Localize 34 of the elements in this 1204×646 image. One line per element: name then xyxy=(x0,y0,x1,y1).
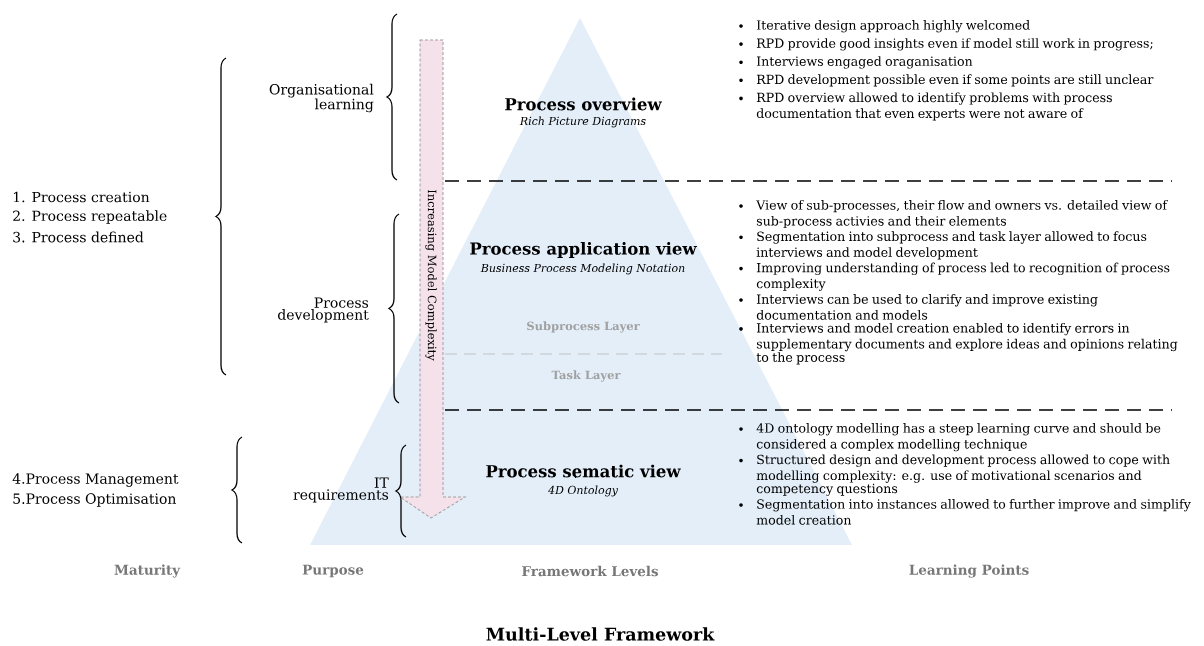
column-header: Purpose xyxy=(302,564,364,578)
level-subtitle: Business Process Modeling Notation xyxy=(480,263,685,275)
purpose-text: Organisational learning xyxy=(269,83,374,113)
purpose-text: IT requirements xyxy=(293,477,389,503)
bullet-item: RPD development possible even if some points are still unclear xyxy=(739,74,1154,87)
column-header: Maturity xyxy=(114,564,181,578)
bullet-item: RPD overview allowed to identify problems with process documentation that even experts were not aware of xyxy=(739,92,1112,121)
maturity-text: 2. Process repeatable xyxy=(13,210,167,224)
caption: Multi-Level Framework xyxy=(486,627,715,641)
layer-label: Task Layer xyxy=(551,370,621,382)
bullet-item: Segmentation into subprocess and task layer allowed to focus interviews and model development xyxy=(739,231,1147,260)
bullet-item: Interviews can be used to clarify and improve existing documentation and models xyxy=(739,294,1098,320)
bullet-item: 4D ontology modelling has a steep learning curve and should be considered a complex modelling technique xyxy=(739,423,1161,452)
bullet-item: View of sub-processes, their flow and owners vs. detailed view of sub-process activies and their elements xyxy=(739,200,1168,229)
level-subtitle: 4D Ontology xyxy=(548,485,619,497)
bullet-item: Structured design and development process allowed to cope with modelling complexity: e.g. use of motivational scenarios and competency questions xyxy=(739,454,1170,496)
level-subtitle: Rich Picture Diagrams xyxy=(519,116,646,128)
maturity-text: 3. Process defined xyxy=(13,231,144,243)
bullet-item: RPD provide good insights even if model still work in progress; xyxy=(739,38,1153,51)
bullet-item: Interviews engaged oraganisation xyxy=(739,56,973,69)
maturity-text: 5.Process Optimisation xyxy=(13,493,176,507)
level-title: Process sematic view xyxy=(486,464,681,478)
bullet-item: Improving understanding of process led to recognition of process complexity xyxy=(739,262,1170,291)
level-title: Process overview xyxy=(505,97,662,111)
column-header: Learning Points xyxy=(909,564,1029,578)
bullet-item: Segmentation into instances allowed to further improve and simplify model creation xyxy=(739,499,1191,525)
maturity-text: 1. Process creation xyxy=(13,191,150,203)
layer-label: Subprocess Layer xyxy=(527,321,640,333)
level-title: Process application view xyxy=(470,242,697,258)
purpose-text: Process development xyxy=(278,297,369,323)
bullet-item: Iterative design approach highly welcomed xyxy=(739,20,1030,33)
column-header: Framework Levels xyxy=(522,565,658,577)
bullet-item: Interviews and model creation enabled to identify errors in supplementary documents and explore ideas and opinions relating to the process xyxy=(739,322,1178,365)
maturity-text: 4.Process Management xyxy=(12,473,179,487)
